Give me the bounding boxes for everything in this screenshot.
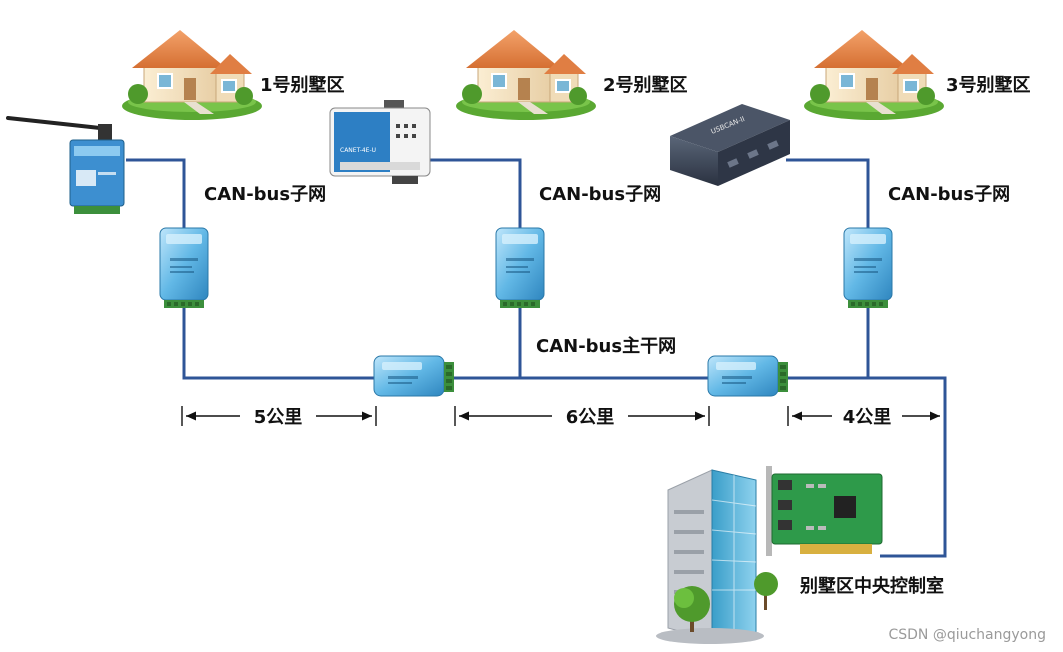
pci-card-icon (766, 466, 883, 556)
repeater-icon (843, 227, 893, 309)
house-icon (121, 29, 263, 121)
ethernet-gateway-icon: CANET-4E-U (329, 100, 431, 184)
control-room-label: 别墅区中央控制室 (799, 575, 944, 597)
subnet-3-line (786, 158, 870, 232)
zone-2-label: 2号别墅区 (603, 75, 688, 96)
gateway-brand: CANET-4E-U (340, 147, 376, 154)
subnet-1-line (126, 158, 186, 232)
repeater-icon (707, 355, 789, 397)
watermark: CSDN @qiuchangyong (888, 627, 1046, 643)
repeater-icon (495, 227, 545, 309)
distance-dimensions (181, 406, 940, 426)
distance-1-label: 5公里 (254, 407, 303, 428)
tree-icon (754, 572, 778, 610)
repeater-icon (159, 227, 209, 309)
zone-1-label: 1号别墅区 (260, 75, 345, 96)
usbcan-box-icon: USBCAN-II (670, 104, 790, 186)
zone-3-label: 3号别墅区 (946, 75, 1031, 96)
distance-3-label: 4公里 (843, 407, 892, 428)
bus-wiring (126, 158, 947, 558)
subnet-2-line (430, 158, 522, 232)
trunk-label: CAN-bus主干网 (536, 335, 676, 357)
subnet-1-label: CAN-bus子网 (204, 184, 326, 205)
trunk-line-right (788, 376, 947, 558)
subnet-2-label: CAN-bus子网 (539, 184, 661, 205)
house-icon (455, 29, 597, 121)
tree-icon (674, 586, 710, 632)
subnet-3-label: CAN-bus子网 (888, 184, 1010, 205)
wifi-gateway-icon (6, 116, 125, 214)
repeater-icon (373, 355, 455, 397)
distance-2-label: 6公里 (566, 407, 615, 428)
building-icon (656, 469, 764, 644)
subnet-1-drop (182, 306, 378, 380)
house-icon (803, 29, 945, 121)
